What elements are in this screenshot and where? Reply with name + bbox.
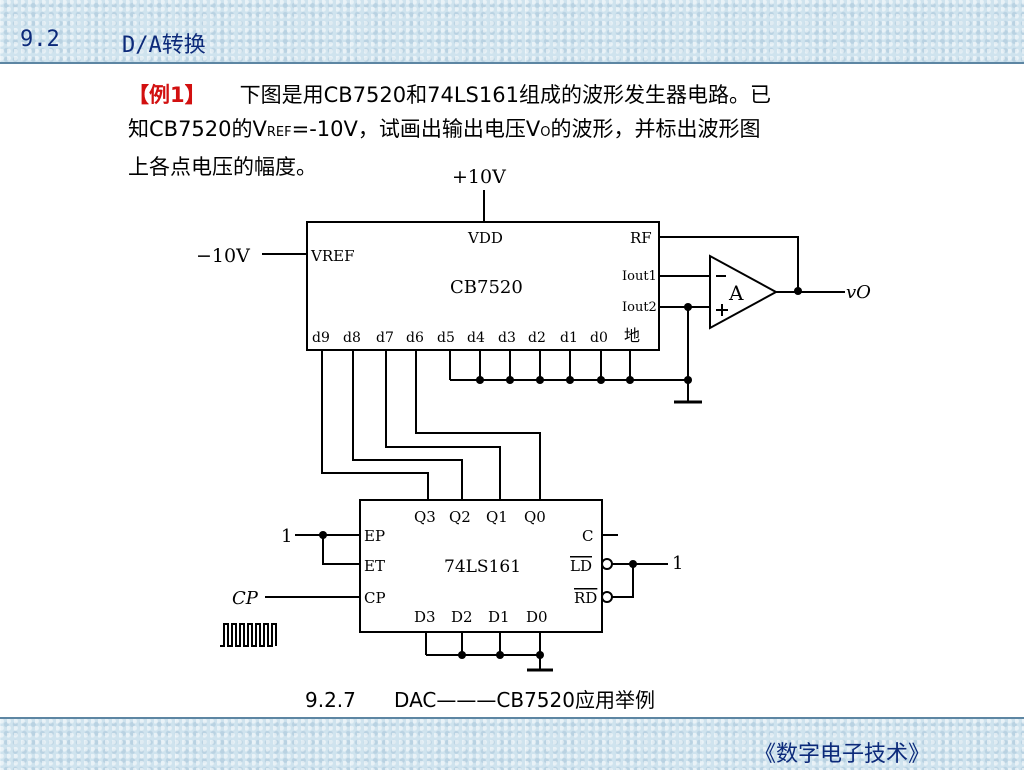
vref-pin-label: VREF: [310, 247, 354, 265]
problem-line-1: 下图是用CB7520和74LS161组成的波形发生器电路。已: [239, 83, 771, 107]
dac-input-d9: d9: [312, 330, 330, 346]
clock-input-label: CP: [232, 588, 259, 609]
ep-pin-label: EP: [364, 527, 385, 545]
ld-pin-label: LD: [570, 557, 592, 575]
dac-input-d6: d6: [406, 330, 424, 346]
vo-subscript: O: [540, 125, 551, 140]
opamp-symbol: [709, 254, 779, 330]
problem-text: 【例1】 下图是用CB7520和74LS161组成的波形发生器电路。已 知CB75…: [128, 78, 928, 184]
gnd-pin-label: 地: [624, 326, 640, 345]
counter-data-d0: D0: [526, 608, 548, 626]
vref-supply-label: −10V: [196, 245, 250, 267]
ep-et-input-one: 1: [281, 526, 292, 547]
cp-pin-label: CP: [364, 589, 386, 607]
74ls161-label: 74LS161: [444, 557, 521, 577]
cb7520-label: CB7520: [450, 277, 523, 298]
clock-waveform-icon: [220, 623, 277, 647]
dac-input-d8: d8: [343, 330, 361, 346]
dac-input-d3: d3: [498, 330, 516, 346]
vdd-supply-label: +10V: [452, 166, 506, 188]
problem-line-2a: 知CB7520的V: [128, 117, 267, 141]
header-band: [0, 0, 1024, 64]
course-title: 《数字电子技术》: [753, 742, 930, 767]
dac-input-d5: d5: [437, 330, 455, 346]
counter-output-q2: Q2: [449, 508, 471, 526]
problem-line-2c: 的波形，并标出波形图: [550, 117, 761, 141]
example-tag: 【例1】: [128, 83, 206, 107]
counter-output-q3: Q3: [414, 508, 436, 526]
c-pin-label: C: [582, 527, 593, 545]
slide-title: D/A转换: [122, 33, 206, 58]
counter-output-q0: Q0: [524, 508, 546, 526]
dac-input-d0: d0: [590, 330, 608, 346]
output-label: vO: [846, 282, 871, 303]
problem-line-2b: =-10V，试画出输出电压V: [291, 117, 541, 141]
vref-subscript: REF: [266, 125, 292, 140]
rf-pin-label: RF: [630, 229, 652, 247]
iout1-pin-label: Iout1: [622, 269, 657, 284]
dac-input-d2: d2: [528, 330, 546, 346]
et-pin-label: ET: [364, 557, 385, 575]
vdd-pin-label: VDD: [467, 229, 503, 247]
section-number: 9.2: [20, 27, 60, 52]
ld-rd-input-one: 1: [672, 553, 683, 574]
problem-line-3: 上各点电压的幅度。: [128, 155, 317, 179]
counter-output-q1: Q1: [486, 508, 508, 526]
dac-input-d4: d4: [467, 330, 485, 346]
rd-pin-label: RD: [574, 589, 597, 607]
dac-input-d1: d1: [560, 330, 578, 346]
counter-data-d1: D1: [488, 608, 510, 626]
footer-band: [0, 717, 1024, 770]
counter-data-d2: D2: [451, 608, 473, 626]
counter-data-d3: D3: [414, 608, 436, 626]
dac-input-d7: d7: [376, 330, 394, 346]
iout2-pin-label: Iout2: [622, 300, 657, 315]
opamp-label: A: [728, 281, 744, 305]
figure-caption: 9.2.7 DAC———CB7520应用举例: [305, 688, 655, 712]
